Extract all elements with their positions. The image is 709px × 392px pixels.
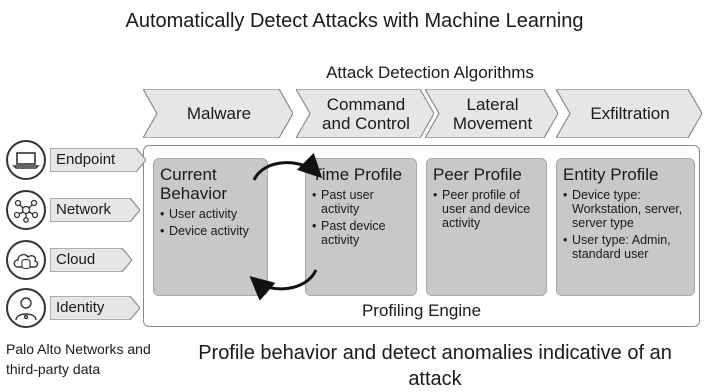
stage-lateral-movement: Lateral Movement [425, 89, 558, 138]
network-nodes-icon [6, 190, 46, 230]
card-current-behavior: Current Behavior User activity Device ac… [153, 158, 268, 296]
diagram-footer: Profile behavior and detect anomalies in… [198, 342, 672, 390]
card-title: Time Profile [312, 165, 403, 184]
arrow-back [249, 269, 318, 300]
stage-command-and-control: Command and Control [296, 89, 434, 138]
stage-label: Malware [186, 104, 252, 123]
sources-caption: Palo Alto Networks and third-party data [6, 341, 151, 377]
card-bullet: Past device activity [312, 219, 410, 247]
algorithms-heading: Attack Detection Algorithms [326, 63, 534, 82]
card-title: Entity Profile [563, 165, 659, 184]
card-bullet: Device type: Workstation, server, server… [563, 188, 688, 230]
stage-malware: Malware [143, 89, 293, 138]
profiling-engine-label: Profiling Engine [361, 301, 482, 320]
source-label: Endpoint [56, 151, 116, 168]
card-entity-profile: Entity Profile Device type: Workstation,… [556, 158, 695, 296]
card-bullet: User activity [160, 207, 261, 221]
stage-label: Lateral Movement [452, 94, 533, 133]
card-title: Current Behavior [160, 165, 228, 203]
card-time-profile: Time Profile Past user activity Past dev… [305, 158, 417, 296]
card-peer-profile: Peer Profile Peer profile of user and de… [426, 158, 547, 296]
stage-exfiltration: Exfiltration [556, 89, 702, 138]
cycle-arrows [249, 152, 323, 300]
arrow-forward [252, 152, 323, 181]
source-label: Cloud [56, 251, 96, 268]
stage-label: Command and Control [322, 94, 410, 133]
card-bullet: Past user activity [312, 188, 410, 216]
card-bullet: Peer profile of user and device activity [433, 188, 540, 230]
source-label: Network [56, 201, 112, 218]
cloud-database-icon [6, 240, 46, 280]
card-bullet: Device activity [160, 224, 261, 238]
card-bullet: User type: Admin, standard user [563, 233, 688, 261]
laptop-icon [6, 140, 46, 180]
source-label: Identity [56, 299, 105, 316]
stage-label: Exfiltration [590, 104, 670, 123]
card-title: Peer Profile [433, 165, 522, 184]
user-id-icon [6, 288, 46, 328]
diagram-title: Automatically Detect Attacks with Machin… [125, 10, 584, 32]
